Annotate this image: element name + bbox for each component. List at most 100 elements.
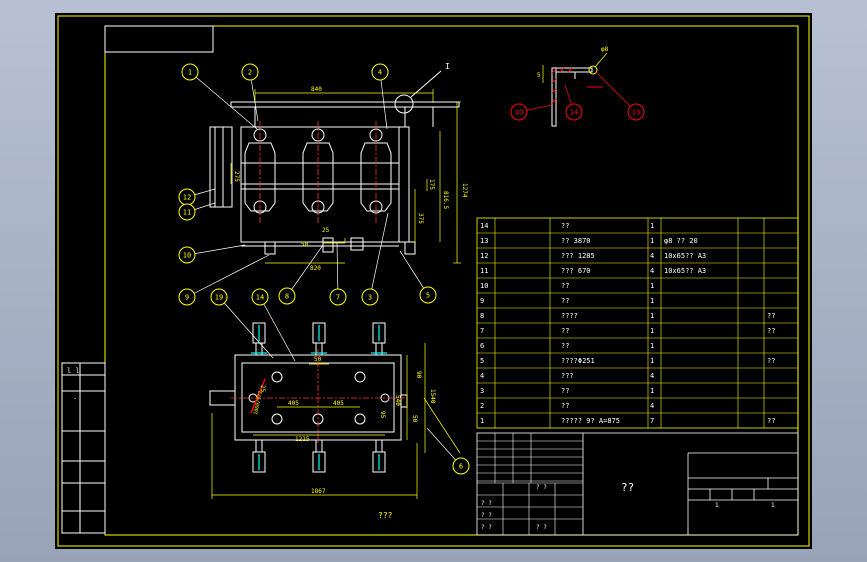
balloon-leader: [379, 71, 388, 130]
dim-1215: 1215: [295, 436, 310, 443]
balloon-circle: [371, 63, 389, 81]
top-view: [209, 322, 408, 473]
bom-cell: 1: [650, 222, 654, 230]
bom-cell: 1: [650, 312, 654, 320]
bom-cell: 1: [650, 327, 654, 335]
tb-cell-a: ? ?: [536, 484, 547, 491]
title-block-name: ??: [621, 481, 634, 494]
top-dims: [211, 343, 461, 499]
bom-cell: ?? 3870: [561, 237, 591, 245]
balloon-leader: [218, 296, 274, 359]
bom-cell: ??: [561, 387, 569, 395]
balloon-number: 1: [188, 69, 192, 77]
tb-cell-e: ? ?: [536, 524, 547, 531]
bom-cell: ??? 670: [561, 267, 591, 275]
title-block: [476, 432, 799, 536]
dim-375: 375: [417, 213, 424, 224]
dim-275: 275: [233, 171, 240, 182]
top-view-centerlines: [231, 349, 407, 445]
balloon-circle: [178, 288, 196, 306]
dim-540: 540: [394, 395, 401, 406]
dim-405b: 405: [333, 400, 344, 407]
bom-cell: 5: [480, 357, 484, 365]
balloon-leader: [186, 244, 246, 256]
balloon-number: 12: [183, 194, 191, 202]
bom-cell: 4: [650, 372, 654, 380]
dim-25: 25: [322, 227, 330, 234]
bom-cell: 14: [480, 222, 488, 230]
bom-cell: ??: [767, 327, 775, 335]
balloon-number: 9: [185, 294, 189, 302]
detail-balloon-circle: [510, 103, 528, 121]
balloon-number: 19: [215, 294, 223, 302]
detail-balloon-number: 14: [570, 109, 578, 117]
bom-cell: 4: [480, 372, 484, 380]
balloon-leader: [336, 242, 339, 298]
detail-dim-8-leader: [594, 52, 608, 68]
balloon-number: 2: [248, 69, 252, 77]
detail-dim-5-text: 5: [537, 72, 541, 79]
dim-95: 95: [379, 411, 386, 419]
bom-cell: 13: [480, 237, 488, 245]
dim-1867: 1867: [311, 488, 326, 495]
bom-cell: 1: [650, 237, 654, 245]
bom-cell: 1: [650, 282, 654, 290]
balloon-leader: [189, 71, 258, 130]
bom-cell: 7: [650, 417, 654, 425]
balloon-circle: [241, 63, 259, 81]
dim-405a: 405: [288, 400, 299, 407]
balloon-number: 6: [459, 463, 463, 471]
bom-cell: ??: [767, 357, 775, 365]
balloon-circle: [251, 288, 269, 306]
bom-cell: ??: [561, 402, 569, 410]
outer-frame: [57, 15, 810, 547]
bom-cell: 6: [480, 342, 484, 350]
bom-cell: 1: [650, 357, 654, 365]
balloon-number: 3: [368, 294, 372, 302]
bom-cell: ??: [561, 282, 569, 290]
bom-cell: ????Φ251: [561, 357, 595, 365]
detail-balloon-circle: [627, 103, 645, 121]
front-centerlines: [259, 121, 377, 225]
detail-balloon-leader: [596, 72, 637, 113]
balloon-circle: [329, 288, 347, 306]
detail-hatch: [551, 67, 573, 104]
balloon-number: 8: [285, 293, 289, 301]
detail-circle-i: [394, 94, 414, 114]
bom-cell: 10x65?? A3: [664, 252, 706, 260]
balloon-circle: [178, 246, 196, 264]
dim-820: 820: [310, 265, 321, 272]
balloon-circle: [178, 203, 196, 221]
bom-cell: ??? 1285: [561, 252, 595, 260]
dim-8165: 816.5: [442, 191, 449, 209]
drawing-canvas: l l .: [55, 13, 812, 549]
balloon-circle: [361, 288, 379, 306]
bom-cell: 12: [480, 252, 488, 260]
front-view: [209, 101, 460, 255]
dim-25b: 25: [259, 385, 266, 393]
top-view-cyan-marks: [251, 325, 387, 470]
tb-cell-d: ? ?: [481, 524, 492, 531]
red-section-line: [250, 378, 266, 414]
top-left-box: [104, 25, 214, 53]
balloon-circle: [452, 457, 470, 475]
detail-balloon-number: 10: [515, 109, 523, 117]
dim-90: 90: [415, 371, 422, 379]
detail-view: [551, 67, 593, 127]
detail-balloon-circle: [565, 103, 583, 121]
balloon-circle: [181, 63, 199, 81]
tb-cell-c: ? ?: [481, 512, 492, 519]
bom-cell: ??: [561, 222, 569, 230]
left-strip-mark-b: .: [73, 393, 77, 401]
bom-cell: 10x65?? A3: [664, 267, 706, 275]
bom-cell: 2: [480, 402, 484, 410]
dim-50b: 50: [314, 356, 322, 363]
bom-cell: 9: [480, 297, 484, 305]
bom-cell: ??: [561, 327, 569, 335]
balloon-number: 4: [378, 69, 382, 77]
cad-drawing: l l .: [57, 15, 810, 547]
bom-cell: ??: [767, 417, 775, 425]
detail-dim-8-text: φ8: [601, 46, 609, 53]
